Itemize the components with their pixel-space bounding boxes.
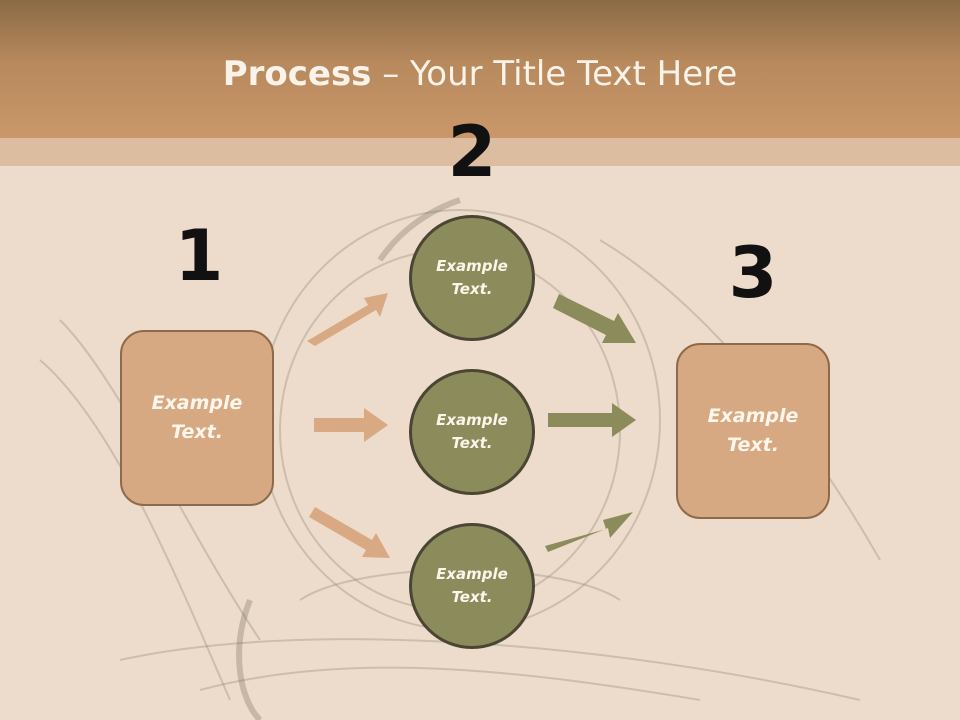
step-3-text: Example Text. xyxy=(707,405,799,456)
step-3-box[interactable]: Example Text. xyxy=(676,343,830,519)
step-2-node-1[interactable]: Example Text. xyxy=(409,215,535,341)
node-1-text: Example Text. xyxy=(436,257,508,298)
title-band xyxy=(0,0,960,138)
node-3-text: Example Text. xyxy=(436,565,508,606)
step-2-node-3[interactable]: Example Text. xyxy=(409,523,535,649)
node-2-text: Example Text. xyxy=(436,411,508,452)
title-strip xyxy=(0,138,960,166)
slide-title[interactable]: Process – Your Title Text Here xyxy=(0,52,960,96)
step-1-text: Example Text. xyxy=(151,392,243,443)
arrow-right-lower xyxy=(545,512,633,552)
step-number-1: 1 xyxy=(174,215,224,297)
arrow-left-lower xyxy=(309,507,390,558)
step-2-node-2[interactable]: Example Text. xyxy=(409,369,535,495)
arrow-right-upper xyxy=(553,294,636,343)
step-number-3: 3 xyxy=(728,232,778,314)
title-rest: – Your Title Text Here xyxy=(371,54,738,94)
arrow-right-middle xyxy=(548,403,636,437)
step-1-box[interactable]: Example Text. xyxy=(120,330,274,506)
arrow-left-upper xyxy=(307,293,388,346)
arrow-left-middle xyxy=(314,408,388,442)
step-number-2: 2 xyxy=(447,111,497,193)
title-bold-word: Process xyxy=(222,54,372,94)
